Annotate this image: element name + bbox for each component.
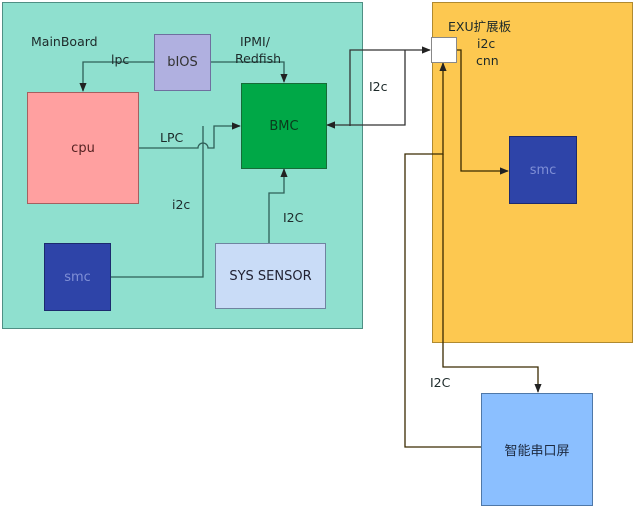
smart-serial-screen-block[interactable]: 智能串口屏 — [481, 393, 593, 506]
link-label-bmc-exu: I2c — [369, 79, 388, 94]
sys-sensor-block[interactable]: SYS SENSOR — [215, 243, 326, 309]
bmc-block[interactable]: BMC — [241, 83, 327, 169]
link-bios-bmc — [210, 61, 288, 83]
link-label-lpc-upper: LPC — [160, 130, 184, 145]
link-sensor-bmc — [268, 168, 288, 243]
cpu-block[interactable]: cpu — [27, 92, 139, 204]
link-connector-smc — [456, 49, 509, 175]
link-cpu-bmc — [138, 122, 241, 149]
link-bmc-exu — [349, 46, 431, 126]
smc-label-exu: smc — [529, 162, 557, 178]
link-label-lpc-lower: lpc — [111, 52, 130, 67]
mainboard-title: MainBoard — [31, 34, 98, 49]
cpu-label: cpu — [71, 140, 95, 156]
link-label-i2c-smc: i2c — [172, 197, 191, 212]
smc-block-mainboard[interactable]: smc — [44, 243, 111, 311]
link-label-ipmi: IPMI/ — [240, 34, 270, 49]
link-connector-screen — [442, 154, 542, 393]
link-smc-bmc — [110, 126, 204, 278]
bios-block[interactable]: bIOS — [154, 34, 211, 91]
link-label-i2c-sensor: I2C — [283, 210, 304, 225]
connector-label-i2c: i2c — [477, 36, 496, 51]
exu-title: EXU扩展板 — [448, 19, 512, 34]
link-label-i2c-screen: I2C — [430, 375, 451, 390]
sys-sensor-label: SYS SENSOR — [229, 268, 312, 284]
link-exu-bmc-return — [326, 50, 406, 129]
link-label-redfish: Redfish — [235, 51, 282, 66]
bios-label: bIOS — [167, 55, 198, 70]
smc-block-exu[interactable]: smc — [509, 136, 577, 204]
smc-label-mainboard: smc — [64, 269, 91, 285]
i2c-connector[interactable] — [431, 37, 457, 63]
bmc-label: BMC — [269, 118, 299, 134]
link-screen-connector — [404, 62, 481, 448]
link-bios-cpu — [79, 61, 154, 92]
connector-label-cnn: cnn — [476, 53, 499, 68]
smart-serial-screen-label: 智能串口屏 — [504, 444, 570, 459]
